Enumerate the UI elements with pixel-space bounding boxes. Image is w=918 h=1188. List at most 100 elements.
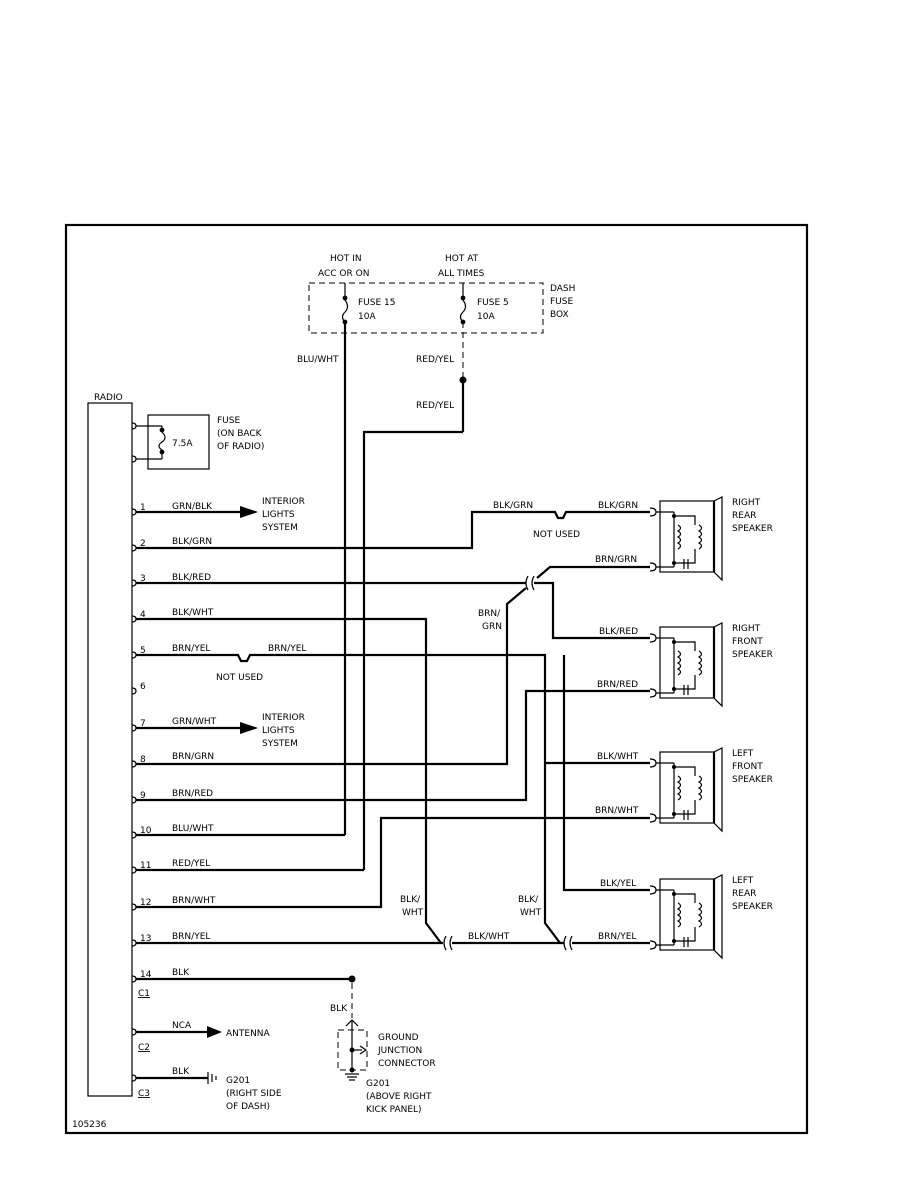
svg-text:RED/YEL: RED/YEL: [172, 859, 210, 869]
svg-text:BLK/: BLK/: [518, 895, 539, 905]
pin-label: 5: [140, 646, 146, 656]
speaker-label: SPEAKER: [732, 775, 773, 785]
svg-text:BLK/GRN: BLK/GRN: [493, 501, 533, 511]
svg-text:G201: G201: [366, 1079, 390, 1089]
svg-text:BRN/GRN: BRN/GRN: [172, 752, 214, 762]
svg-text:NOT USED: NOT USED: [533, 530, 580, 540]
svg-text:BLK/YEL: BLK/YEL: [600, 879, 636, 889]
fuse-5: FUSE 5 10A: [459, 283, 509, 325]
svg-text:BLK: BLK: [172, 1067, 190, 1077]
pin-label: 7: [140, 719, 146, 729]
svg-text:BLK/WHT: BLK/WHT: [468, 932, 510, 942]
ground-junction-connector: GROUND JUNCTION CONNECTOR G201 (ABOVE RI…: [337, 1019, 436, 1115]
svg-text:FUSE: FUSE: [550, 297, 573, 307]
pin-label: 3: [140, 574, 146, 584]
speaker-label: FRONT: [732, 637, 763, 647]
pin-label: 8: [140, 755, 146, 765]
svg-text:10A: 10A: [358, 312, 376, 322]
fuse-15: FUSE 15 10A: [341, 283, 395, 325]
dash-fuse-box: HOT IN ACC OR ON HOT AT ALL TIMES DASH F…: [308, 254, 575, 334]
speaker-label: SPEAKER: [732, 524, 773, 534]
svg-text:GRN: GRN: [482, 622, 502, 632]
svg-text:GRN/BLK: GRN/BLK: [172, 502, 213, 512]
svg-text:JUNCTION: JUNCTION: [377, 1046, 422, 1056]
svg-text:FUSE 15: FUSE 15: [358, 298, 395, 308]
speaker-label: RIGHT: [732, 498, 761, 508]
svg-text:BLU/WHT: BLU/WHT: [172, 824, 214, 834]
svg-text:BRN/RED: BRN/RED: [597, 680, 638, 690]
svg-text:BRN/YEL: BRN/YEL: [172, 932, 210, 942]
svg-text:BRN/RED: BRN/RED: [172, 789, 213, 799]
svg-text:WHT: WHT: [402, 908, 424, 918]
svg-text:BLU/WHT: BLU/WHT: [297, 355, 339, 365]
speaker-label: RIGHT: [732, 624, 761, 634]
svg-text:NOT USED: NOT USED: [216, 673, 263, 683]
svg-text:BLK/GRN: BLK/GRN: [598, 501, 638, 511]
harness-wires: GRN/BLK INTERIOR LIGHTS SYSTEM BLK/GRN B…: [136, 497, 650, 1112]
svg-text:BRN/: BRN/: [478, 609, 501, 619]
svg-text:(ABOVE RIGHT: (ABOVE RIGHT: [366, 1092, 432, 1102]
svg-text:ALL TIMES: ALL TIMES: [438, 269, 485, 279]
speaker-label: REAR: [732, 889, 756, 899]
svg-text:BRN/WHT: BRN/WHT: [172, 896, 216, 906]
svg-text:RED/YEL: RED/YEL: [416, 401, 454, 411]
svg-text:BLK: BLK: [330, 1004, 348, 1014]
pin-label: 6: [140, 682, 146, 692]
svg-text:NCA: NCA: [172, 1021, 192, 1031]
svg-text:10A: 10A: [477, 312, 495, 322]
svg-text:LIGHTS: LIGHTS: [262, 726, 295, 736]
pin-label: 11: [140, 861, 151, 871]
svg-text:SYSTEM: SYSTEM: [262, 523, 298, 533]
pin-label: 10: [140, 826, 152, 836]
back-of-radio-fuse: 7.5A FUSE (ON BACK OF RADIO): [131, 414, 264, 470]
svg-text:RED/YEL: RED/YEL: [416, 355, 454, 365]
svg-text:GROUND: GROUND: [378, 1033, 419, 1043]
svg-text:INTERIOR: INTERIOR: [262, 713, 305, 723]
svg-text:KICK PANEL): KICK PANEL): [366, 1105, 422, 1115]
svg-text:BOX: BOX: [550, 310, 569, 320]
pin-label: 1: [140, 503, 146, 513]
svg-text:HOT IN: HOT IN: [330, 254, 362, 264]
svg-text:HOT AT: HOT AT: [445, 254, 479, 264]
svg-text:BRN/YEL: BRN/YEL: [172, 644, 210, 654]
svg-text:7.5A: 7.5A: [172, 439, 193, 449]
svg-text:(RIGHT SIDE: (RIGHT SIDE: [226, 1089, 282, 1099]
svg-text:CONNECTOR: CONNECTOR: [378, 1059, 436, 1069]
speaker-label: SPEAKER: [732, 902, 773, 912]
svg-text:OF RADIO): OF RADIO): [217, 442, 264, 452]
pin-label: 9: [140, 791, 146, 801]
svg-text:BRN/YEL: BRN/YEL: [598, 932, 636, 942]
svg-text:SYSTEM: SYSTEM: [262, 739, 298, 749]
pin-label: 4: [140, 610, 146, 620]
connector-label: C1: [138, 989, 150, 999]
svg-text:BLK/RED: BLK/RED: [172, 573, 211, 583]
svg-text:BLK/RED: BLK/RED: [599, 627, 638, 637]
svg-text:105236: 105236: [72, 1120, 107, 1130]
radio-unit: RADIO 105236: [72, 393, 133, 1130]
svg-text:FUSE 5: FUSE 5: [477, 298, 509, 308]
svg-text:RADIO: RADIO: [94, 393, 123, 403]
svg-text:BRN/YEL: BRN/YEL: [268, 644, 306, 654]
svg-text:LIGHTS: LIGHTS: [262, 510, 295, 520]
svg-text:ACC OR ON: ACC OR ON: [318, 269, 369, 279]
fuse-feed-wires: BLU/WHT RED/YEL RED/YEL: [297, 322, 467, 870]
svg-text:BLK/: BLK/: [400, 895, 421, 905]
svg-text:OF DASH): OF DASH): [226, 1102, 270, 1112]
connector-label: C2: [138, 1043, 150, 1053]
svg-text:BRN/WHT: BRN/WHT: [595, 806, 639, 816]
pin-label: 12: [140, 898, 151, 908]
svg-text:FUSE: FUSE: [217, 416, 240, 426]
speaker-label: FRONT: [732, 762, 763, 772]
connector-label: C3: [138, 1089, 150, 1099]
svg-text:BLK/GRN: BLK/GRN: [172, 537, 212, 547]
svg-text:INTERIOR: INTERIOR: [262, 497, 305, 507]
speaker-label: LEFT: [732, 749, 754, 759]
svg-text:BLK/WHT: BLK/WHT: [172, 608, 214, 618]
svg-text:GRN/WHT: GRN/WHT: [172, 717, 217, 727]
svg-text:G201: G201: [226, 1076, 250, 1086]
diagram-frame: [64, 223, 809, 1135]
